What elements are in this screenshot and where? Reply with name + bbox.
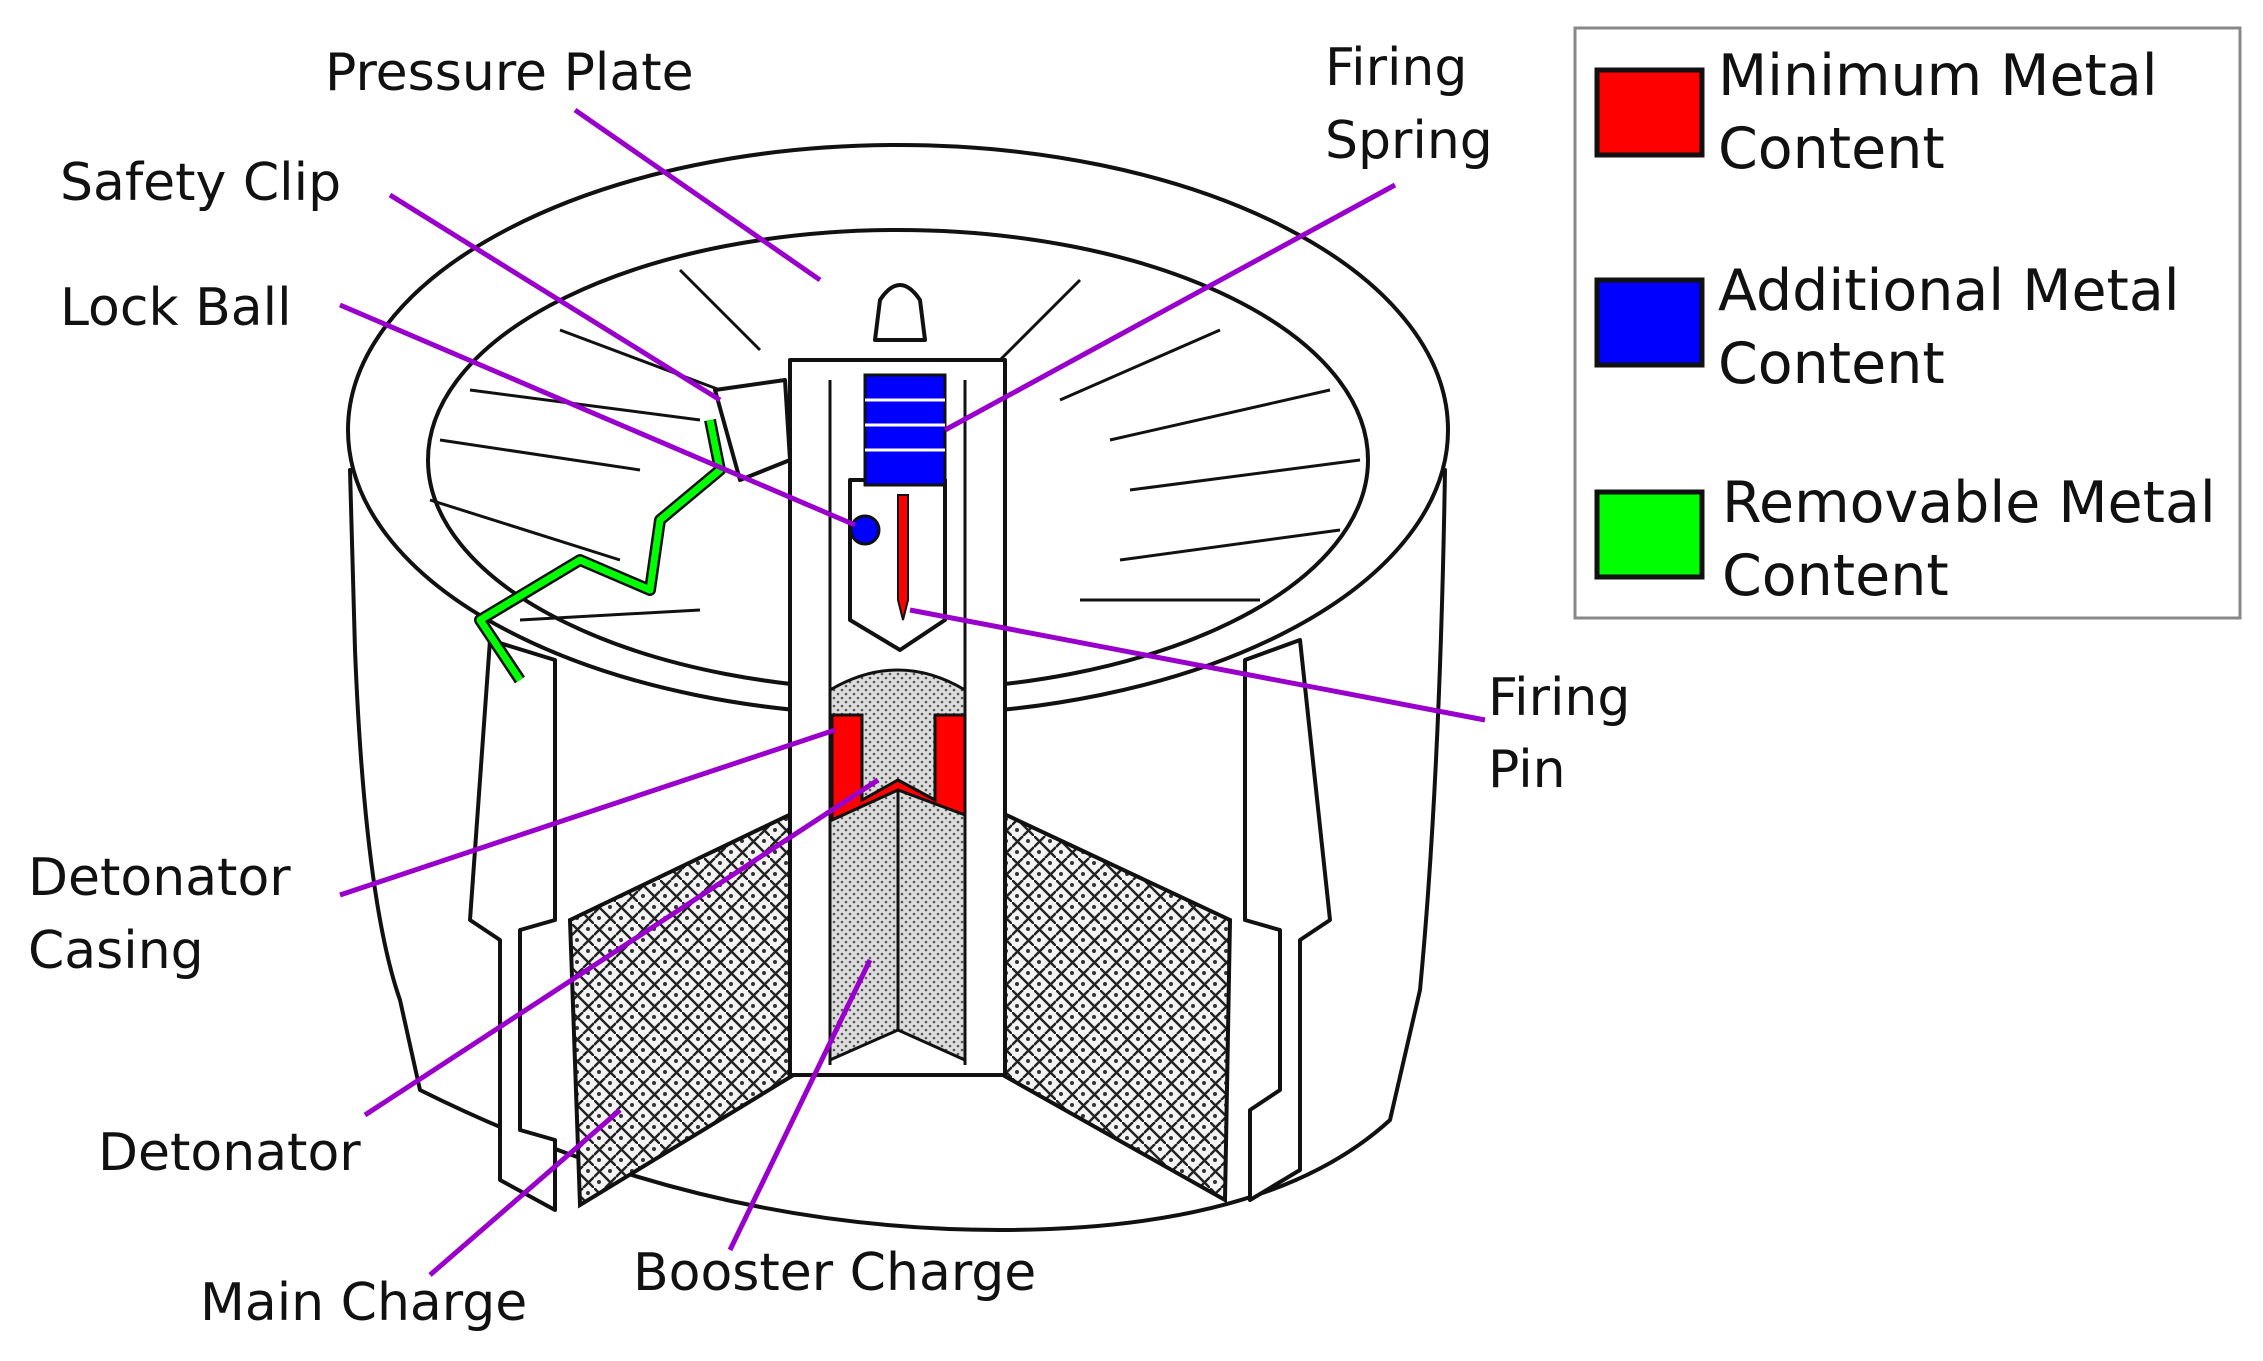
leader-lock-ball xyxy=(339,302,856,528)
label-firing-pin-2: Pin xyxy=(1488,740,1566,800)
leader-detonator xyxy=(363,777,880,1118)
legend-label-additional-metal-2: Content xyxy=(1718,331,1945,397)
legend-swatch-removable-metal xyxy=(1594,489,1705,580)
leader-booster-charge xyxy=(727,958,873,1252)
label-pressure-plate: Pressure Plate xyxy=(325,43,694,103)
label-main-charge: Main Charge xyxy=(200,1273,527,1333)
leader-safety-clip xyxy=(388,192,722,403)
legend-label-removable-metal-1: Removable Metal xyxy=(1722,470,2216,536)
cutaway-wall-right xyxy=(1243,638,1332,1202)
leader-detonator-casing xyxy=(339,727,836,898)
label-detonator-casing-2: Casing xyxy=(28,921,204,981)
legend-swatch-minimum-metal xyxy=(1594,67,1705,158)
legend-label-minimum-metal-1: Minimum Metal xyxy=(1718,43,2158,109)
legend-label-removable-metal-2: Content xyxy=(1722,543,1949,609)
label-booster-charge: Booster Charge xyxy=(633,1243,1036,1303)
label-lock-ball: Lock Ball xyxy=(60,278,292,338)
cutaway-wall-left xyxy=(468,638,557,1212)
leader-lines xyxy=(339,107,1486,1277)
part-labels: Pressure Plate Safety Clip Lock Ball Fir… xyxy=(28,38,1630,1333)
label-firing-pin-1: Firing xyxy=(1488,668,1630,728)
lock-ball xyxy=(849,514,881,546)
pressure-plate-ribs xyxy=(429,268,1361,622)
label-firing-spring-1: Firing xyxy=(1325,38,1467,98)
safety-clip-bracket xyxy=(713,378,792,482)
label-detonator: Detonator xyxy=(98,1123,361,1183)
legend: Minimum Metal Content Additional Metal C… xyxy=(1573,26,2242,620)
firing-pin xyxy=(897,494,909,621)
label-safety-clip: Safety Clip xyxy=(60,153,341,213)
leader-firing-spring xyxy=(943,182,1397,433)
leader-main-charge xyxy=(428,1108,622,1277)
legend-swatch-additional-metal xyxy=(1594,277,1705,368)
firing-spring xyxy=(863,373,947,487)
mine-body xyxy=(346,143,1450,1232)
firing-cap xyxy=(873,283,927,342)
label-firing-spring-2: Spring xyxy=(1325,111,1493,171)
label-detonator-casing-1: Detonator xyxy=(28,848,291,908)
leader-firing-pin xyxy=(909,607,1486,723)
detonator-casing xyxy=(830,713,967,823)
leader-pressure-plate xyxy=(573,107,822,283)
legend-label-minimum-metal-2: Content xyxy=(1718,116,1945,182)
legend-label-additional-metal-1: Additional Metal xyxy=(1718,258,2180,324)
